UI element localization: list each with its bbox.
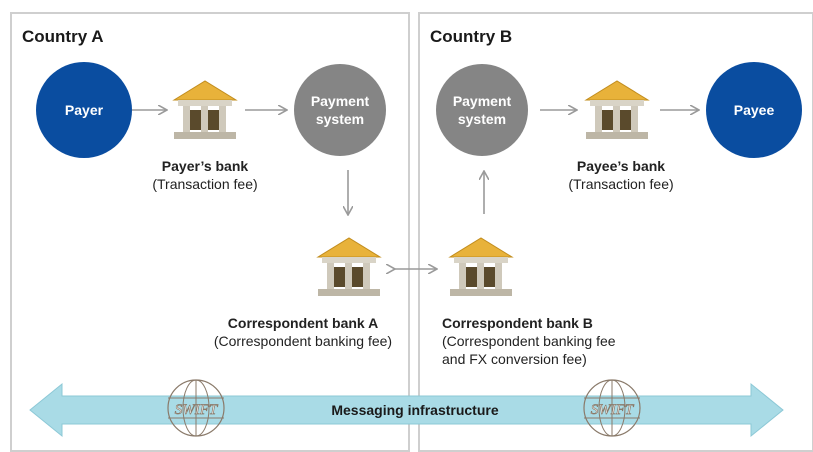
- swift-logo-right-text: SWIFT: [591, 402, 635, 418]
- correspondent-bank-a-label: Correspondent bank A (Correspondent bank…: [198, 314, 408, 350]
- correspondent-bank-a-name: Correspondent bank A: [227, 315, 379, 331]
- payee-node: Payee: [706, 62, 802, 158]
- payer-bank-name: Payer’s bank: [161, 158, 249, 174]
- correspondent-bank-a-icon: [314, 235, 384, 299]
- country-a-title: Country A: [22, 27, 104, 46]
- messaging-infrastructure-label: Messaging infrastructure: [331, 402, 499, 418]
- payee-bank-icon: [582, 78, 652, 142]
- correspondent-bank-b-icon: [446, 235, 516, 299]
- correspondent-bank-b-name: Correspondent bank B: [442, 315, 593, 331]
- swift-logo-right: SWIFT: [583, 379, 641, 437]
- payer-bank-label: Payer’s bank (Transaction fee): [125, 157, 285, 193]
- country-b-title: Country B: [430, 27, 513, 46]
- payer-node: Payer: [36, 62, 132, 158]
- swift-logo-left-text: SWIFT: [175, 402, 219, 418]
- correspondent-bank-b-fee-line2: and FX conversion fee): [442, 351, 587, 367]
- payment-system-b-node: Payment system: [436, 64, 528, 156]
- payee-bank-fee: (Transaction fee): [568, 176, 674, 192]
- payee-bank-name: Payee’s bank: [576, 158, 666, 174]
- correspondent-bank-a-fee: (Correspondent banking fee): [213, 333, 393, 349]
- payer-bank-icon: [170, 78, 240, 142]
- payee-bank-label: Payee’s bank (Transaction fee): [541, 157, 701, 193]
- messaging-band: [29, 382, 784, 438]
- payment-system-a-node: Payment system: [294, 64, 386, 156]
- payer-bank-fee: (Transaction fee): [152, 176, 258, 192]
- correspondent-bank-b-label: Correspondent bank B (Correspondent bank…: [442, 314, 672, 368]
- correspondent-bank-b-fee-line1: (Correspondent banking fee: [442, 333, 616, 349]
- swift-logo-left: SWIFT: [167, 379, 225, 437]
